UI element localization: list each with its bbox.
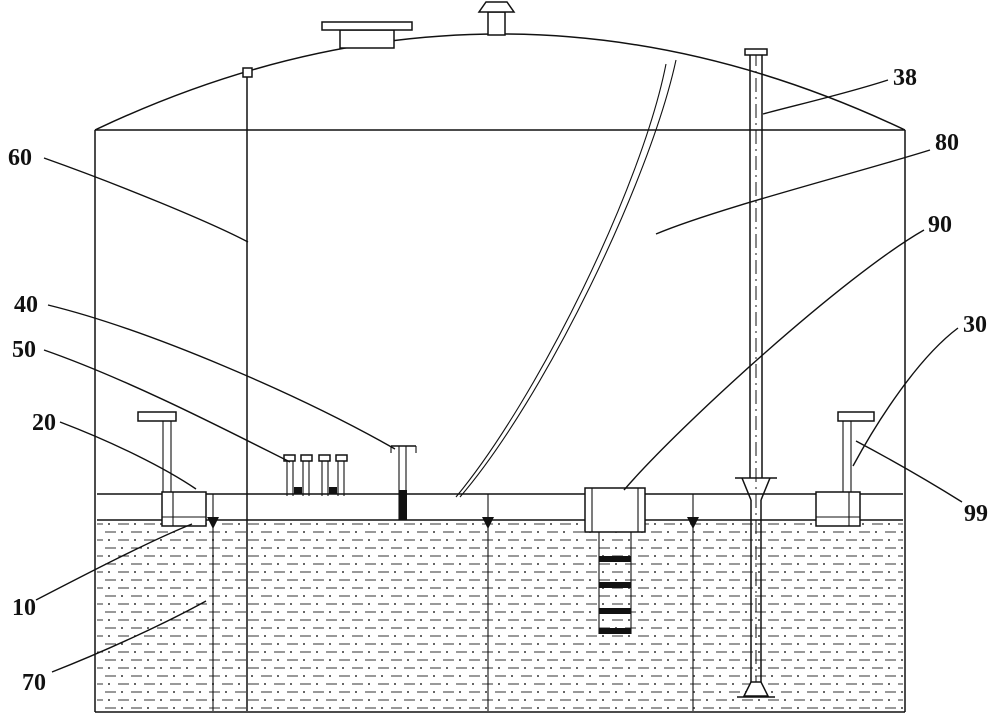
deck-clamps <box>283 454 348 496</box>
support-arrow-icon <box>482 517 494 529</box>
gauge-pipe <box>242 67 253 711</box>
leader-90 <box>623 229 925 491</box>
leader-60 <box>43 157 249 243</box>
part-label-20: 20 <box>32 410 56 436</box>
part-label-99: 99 <box>964 501 988 527</box>
leader-20 <box>59 421 197 490</box>
leader-70 <box>51 600 207 673</box>
support-arrow-icon <box>687 517 699 529</box>
leader-40 <box>47 304 396 450</box>
part-label-30: 30 <box>963 312 987 338</box>
part-label-40: 40 <box>14 292 38 318</box>
part-label-50: 50 <box>12 337 36 363</box>
right-seal-box <box>815 491 861 527</box>
ladder-rung <box>599 628 631 634</box>
vent-cap-icon <box>477 1 516 13</box>
part-label-90: 90 <box>928 212 952 238</box>
deck-gauge-rod <box>390 445 417 520</box>
dome-roof <box>94 33 906 131</box>
part-label-38: 38 <box>893 65 917 91</box>
leader-80 <box>655 149 931 235</box>
ladder-rung <box>599 582 631 588</box>
ladder-rung <box>599 608 631 614</box>
manhole-ladder <box>584 487 646 634</box>
part-labels: 60 40 50 20 10 70 38 80 90 30 99 <box>8 65 988 696</box>
leader-38 <box>762 79 889 115</box>
deck-supports <box>207 494 699 711</box>
left-seal-box <box>161 491 207 527</box>
part-label-10: 10 <box>12 595 36 621</box>
floating-deck <box>97 493 903 521</box>
ladder-rung <box>599 556 631 562</box>
leader-30 <box>852 327 959 467</box>
leader-50 <box>43 349 291 463</box>
liquid-fill <box>97 521 903 711</box>
part-label-70: 70 <box>22 670 46 696</box>
part-label-60: 60 <box>8 145 32 171</box>
leader-99 <box>855 440 963 503</box>
right-rim-vent <box>837 411 875 494</box>
support-arrow-icon <box>207 517 219 529</box>
part-label-80: 80 <box>935 130 959 156</box>
leader-lines <box>35 79 963 673</box>
roof-drain-cable <box>455 59 677 498</box>
left-rim-vent <box>137 411 177 494</box>
leader-10 <box>35 523 193 601</box>
pole-foot <box>742 681 770 697</box>
guide-pole <box>735 48 777 698</box>
roof-vent <box>477 1 516 36</box>
roof-hatch <box>321 21 413 49</box>
